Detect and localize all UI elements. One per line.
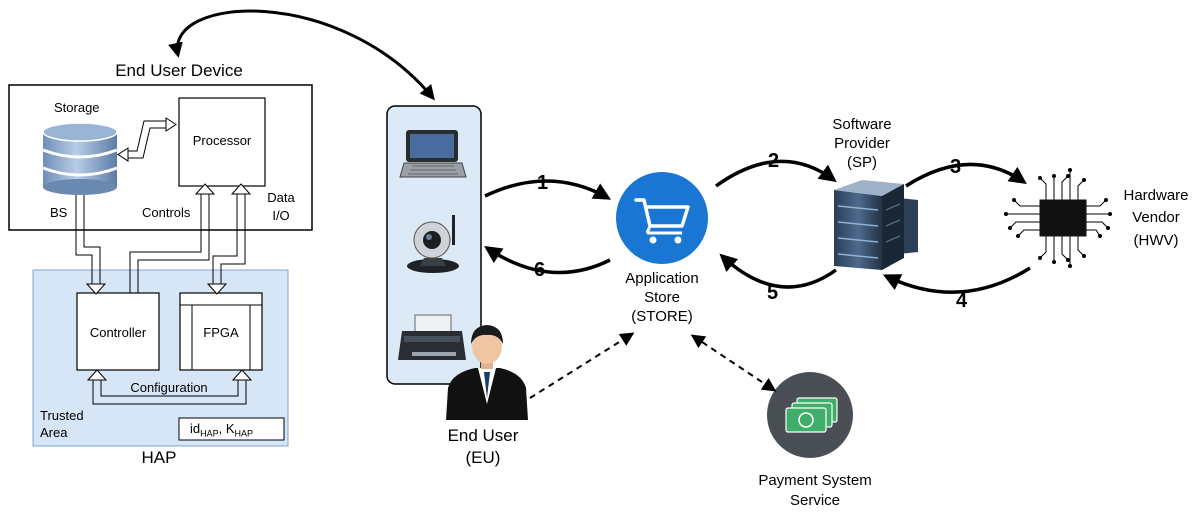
- device-link-arrow: [168, 9, 435, 101]
- data-io-label-line1: Data: [267, 190, 295, 205]
- step-4-label: 4: [956, 290, 968, 312]
- fpga-box: [179, 292, 263, 371]
- hwv-label-line3: (HWV): [1133, 232, 1179, 249]
- key-box: [178, 417, 285, 441]
- fpga-label: FPGA: [203, 325, 239, 340]
- microchip-icon: [1004, 168, 1112, 268]
- trusted-area-label-line1: Trusted: [40, 408, 84, 423]
- end-user-label-line2: (EU): [465, 448, 501, 467]
- eu-to-store-dashed-arrow: [529, 332, 635, 399]
- controller-label: Controller: [89, 325, 147, 340]
- store-label-line1: Application: [625, 270, 699, 287]
- step-3-label: 3: [950, 156, 962, 178]
- businessman-icon: [446, 325, 528, 420]
- money-icon: [767, 372, 853, 458]
- step-5-label: 5: [767, 282, 779, 304]
- step-3-arrow: [905, 162, 1027, 188]
- payment-label-line1: Payment System: [758, 472, 872, 489]
- shopping-cart-icon: [616, 172, 708, 264]
- server-rack-icon: [834, 180, 918, 270]
- configuration-label: Configuration: [130, 380, 208, 395]
- webcam-icon: [407, 215, 459, 273]
- sp-label-line1: Software: [832, 116, 892, 133]
- hap-keys-label: idHAP, KHAP: [190, 421, 254, 439]
- step-1-arrow: [484, 179, 612, 200]
- storage-label: Storage: [54, 100, 100, 115]
- sp-label-line3: (SP): [847, 154, 877, 171]
- controller-box: [76, 292, 160, 371]
- end-user-device-title: End User Device: [115, 61, 243, 80]
- step-4-arrow: [882, 266, 1031, 294]
- step-2-label: 2: [768, 150, 780, 172]
- step-2-arrow: [714, 159, 837, 188]
- database-icon: [42, 122, 118, 195]
- laptop-icon: [399, 130, 467, 178]
- storage-processor-arrow: [117, 117, 177, 162]
- store-payment-dashed-arrow: [690, 334, 777, 392]
- configuration-arrow: [86, 369, 253, 405]
- bs-label: BS: [50, 205, 68, 220]
- bs-to-controller-arrow: [75, 185, 107, 295]
- hwv-label-line1: Hardware: [1123, 187, 1189, 204]
- processor-label: Processor: [192, 133, 252, 148]
- processor-to-controller-arrow: [129, 183, 216, 293]
- hwv-label-line2: Vendor: [1132, 209, 1180, 226]
- payment-label-line2: Service: [789, 492, 841, 509]
- store-label-line2: Store: [644, 289, 680, 306]
- store-label-line3: (STORE): [631, 308, 693, 325]
- sp-label-line2: Provider: [834, 135, 890, 152]
- step-5-arrow: [719, 253, 838, 289]
- end-user-label-line1: End User: [447, 426, 519, 445]
- step-1-label: 1: [537, 172, 549, 194]
- step-6-label: 6: [534, 259, 546, 281]
- hap-title: HAP: [141, 448, 177, 467]
- step-6-arrow: [484, 246, 611, 275]
- controls-label: Controls: [142, 205, 191, 220]
- data-io-arrow: [206, 183, 252, 295]
- trusted-area-label-line2: Area: [40, 425, 68, 440]
- data-io-label-line2: I/O: [272, 208, 290, 223]
- printer-icon: [398, 314, 466, 360]
